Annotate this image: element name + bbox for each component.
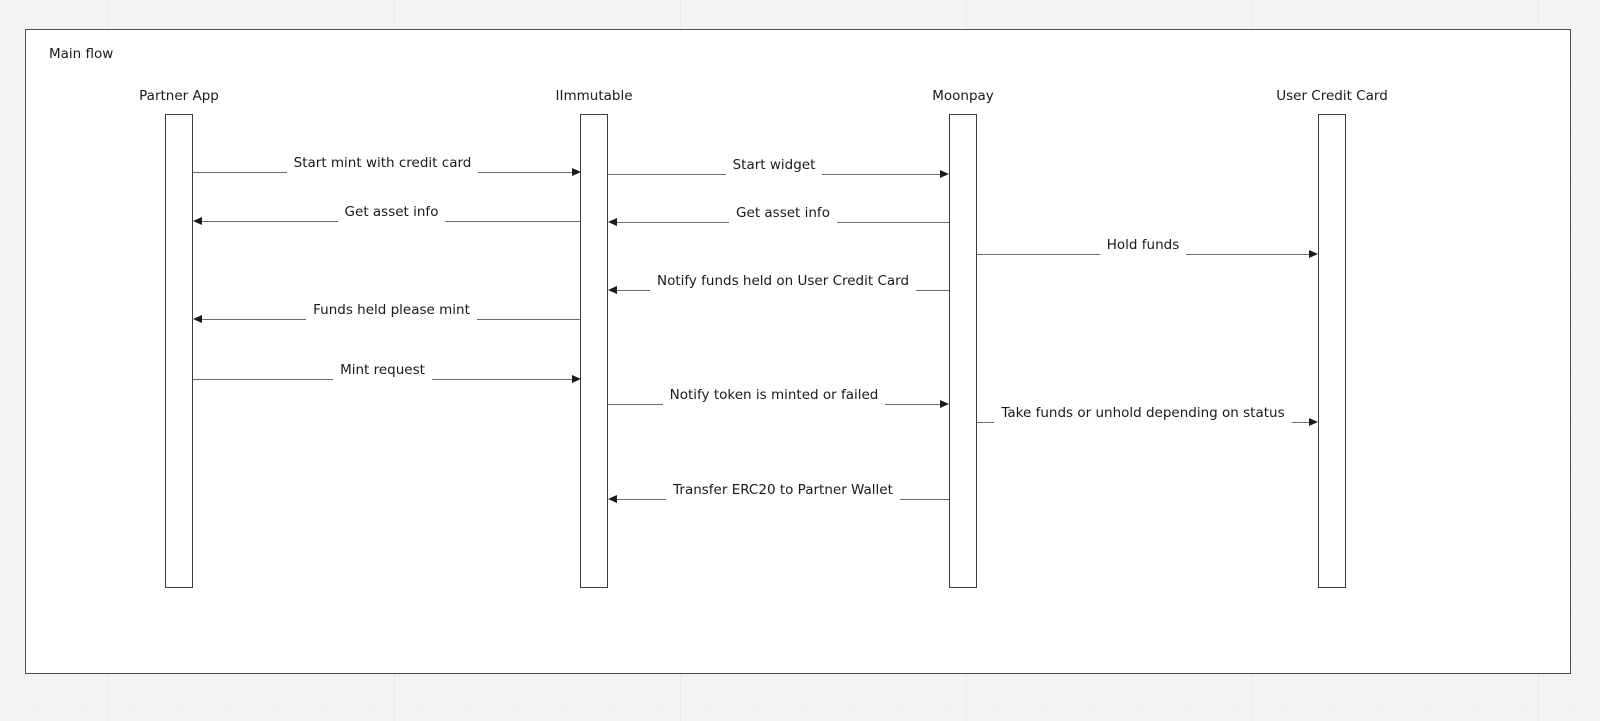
arrowhead-right-icon (572, 168, 581, 176)
message-line-right (822, 173, 940, 175)
message-get-asset-info-immutable-to-partner: Get asset info (193, 206, 581, 230)
message-hold-funds: Hold funds (977, 239, 1318, 263)
message-line-left (977, 421, 995, 423)
participant-label-partner-app: Partner App (139, 88, 219, 104)
message-line-right (476, 318, 582, 320)
message-transfer-erc20-to-partner-wallet: Transfer ERC20 to Partner Wallet (608, 484, 950, 508)
message-notify-token-is-minted-or-failed: Notify token is minted or failed (608, 389, 949, 413)
message-line-left (617, 221, 730, 223)
message-line-left (617, 498, 667, 500)
arrowhead-left-icon (193, 217, 202, 225)
arrowhead-right-icon (1309, 250, 1318, 258)
arrowhead-left-icon (608, 495, 617, 503)
message-funds-held-please-mint: Funds held please mint (193, 304, 582, 328)
message-line-right (1186, 253, 1309, 255)
arrowhead-right-icon (940, 170, 949, 178)
arrowhead-left-icon (193, 315, 202, 323)
message-line-left (617, 289, 650, 291)
message-label: Start widget (732, 157, 816, 174)
message-line-left (202, 318, 307, 320)
message-label: Notify token is minted or failed (669, 387, 879, 404)
message-line-left (608, 173, 726, 175)
frame-title: Main flow (49, 46, 114, 62)
message-label: Notify funds held on User Credit Card (656, 273, 910, 290)
message-line-left (193, 171, 287, 173)
participant-label-user-credit-card: User Credit Card (1276, 88, 1388, 104)
lifeline-user-credit-card (1318, 114, 1346, 588)
lifeline-partner-app (165, 114, 193, 588)
message-line-right (885, 403, 940, 405)
message-get-asset-info-moonpay-to-immutable: Get asset info (608, 207, 949, 231)
message-label: Funds held please mint (313, 302, 470, 319)
message-label: Get asset info (344, 204, 439, 221)
message-start-mint-with-credit-card: Start mint with credit card (193, 157, 581, 181)
arrowhead-right-icon (1309, 418, 1318, 426)
arrowhead-right-icon (572, 375, 582, 383)
lifeline-moonpay (949, 114, 977, 588)
sequence-frame (25, 29, 1571, 674)
lifeline-immutable (580, 114, 608, 588)
message-label: Transfer ERC20 to Partner Wallet (673, 482, 893, 499)
message-line-right (916, 289, 950, 291)
message-line-left (202, 220, 338, 222)
message-line-left (193, 378, 334, 380)
message-line-right (899, 498, 950, 500)
message-line-right (445, 220, 581, 222)
message-label: Take funds or unhold depending on status (1001, 405, 1285, 422)
participant-label-moonpay: Moonpay (932, 88, 994, 104)
message-label: Get asset info (736, 205, 830, 222)
message-line-right (478, 171, 572, 173)
message-label: Mint request (340, 362, 425, 379)
message-line-right (836, 221, 949, 223)
message-notify-funds-held-on-user-credit-card: Notify funds held on User Credit Card (608, 275, 950, 299)
arrowhead-left-icon (608, 286, 617, 294)
arrowhead-right-icon (940, 400, 949, 408)
message-start-widget: Start widget (608, 159, 949, 183)
message-line-right (1291, 421, 1309, 423)
message-line-left (608, 403, 663, 405)
message-label: Start mint with credit card (293, 155, 472, 172)
message-take-funds-or-unhold-depending-on-status: Take funds or unhold depending on status (977, 407, 1318, 431)
participant-label-immutable: IImmutable (555, 88, 633, 104)
message-mint-request: Mint request (193, 364, 582, 388)
message-line-right (431, 378, 573, 380)
message-line-left (977, 253, 1100, 255)
message-label: Hold funds (1106, 237, 1180, 254)
arrowhead-left-icon (608, 218, 617, 226)
